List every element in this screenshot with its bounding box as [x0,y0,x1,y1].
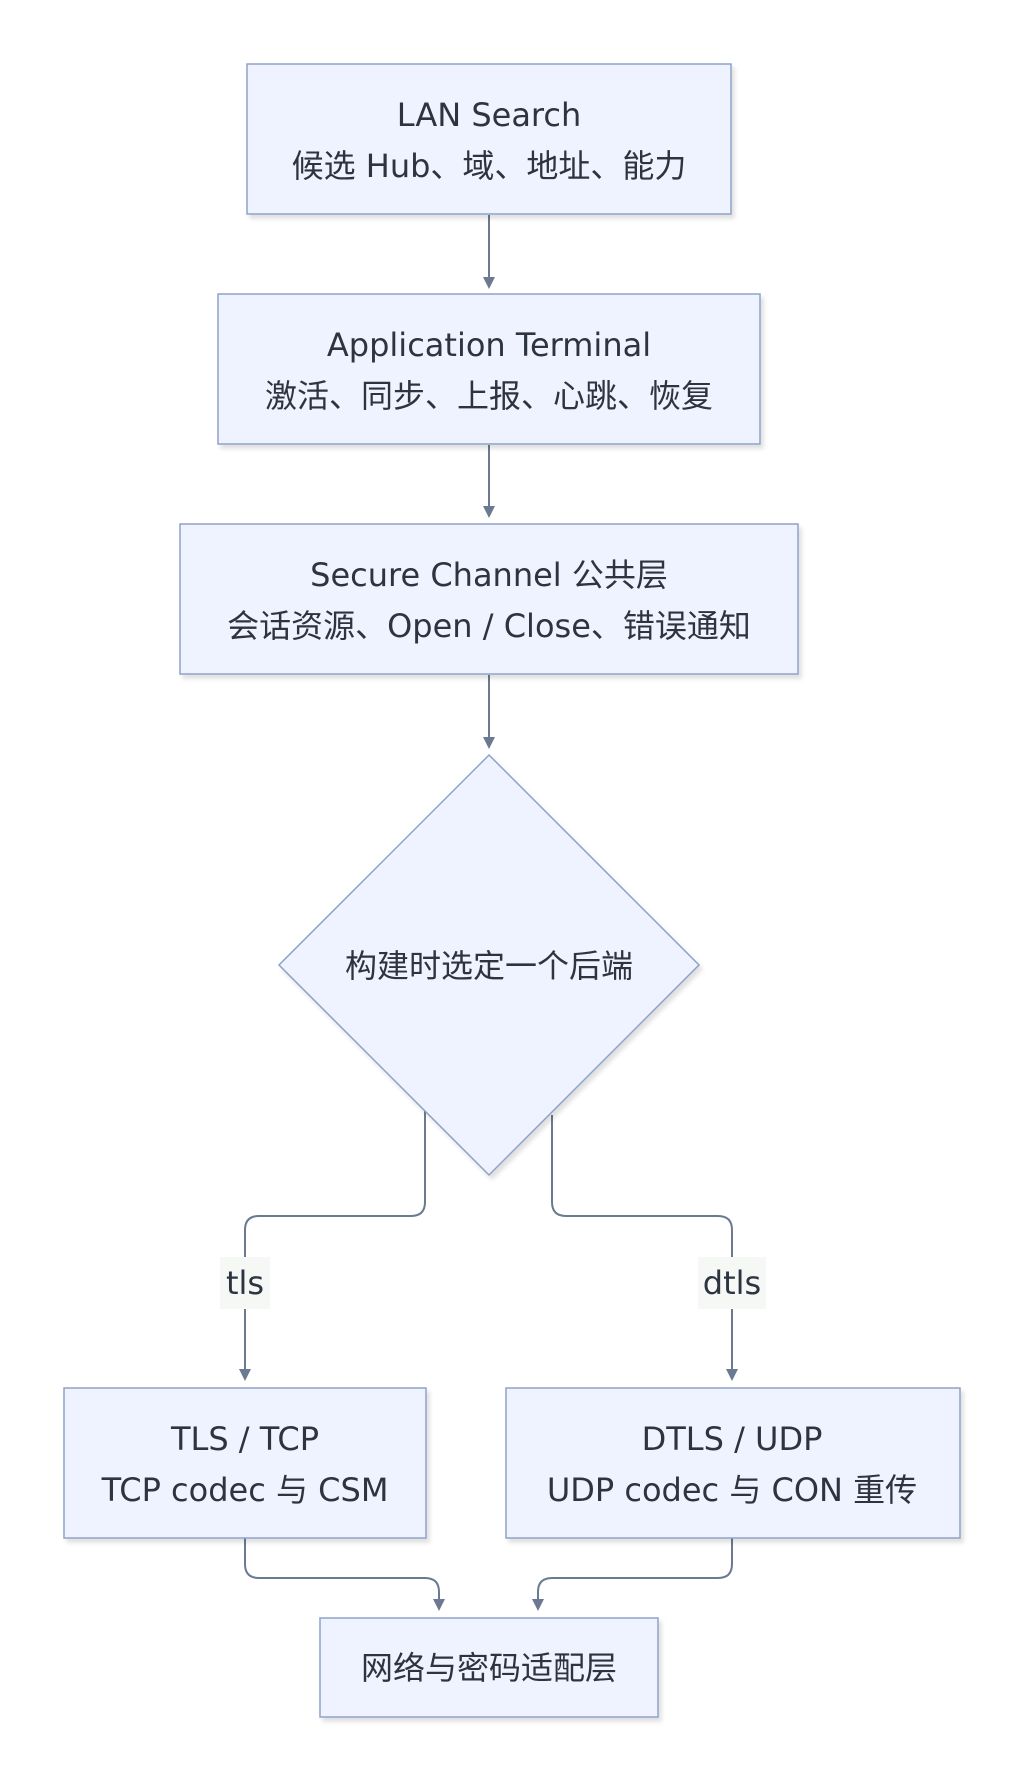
node-secure-channel-subtitle: 会话资源、Open / Close、错误通知 [227,607,751,645]
node-tls-tcp-title: TLS / TCP [170,1420,319,1458]
node-secure-channel: Secure Channel 公共层 会话资源、Open / Close、错误通… [179,523,799,675]
edge-label-dtls: dtls [698,1257,766,1309]
edge-label-tls-text: tls [226,1264,264,1302]
edges [239,215,738,1611]
node-tls-tcp: TLS / TCP TCP codec 与 CSM [63,1387,427,1539]
edge-tls-to-network [244,1538,445,1611]
edge-decision-to-dtls [551,1115,738,1381]
node-application-terminal-subtitle: 激活、同步、上报、心跳、恢复 [265,377,713,415]
edge-label-dtls-text: dtls [703,1264,761,1302]
node-dtls-udp-title: DTLS / UDP [642,1420,823,1458]
edge-label-tls: tls [220,1257,270,1309]
node-dtls-udp-subtitle: UDP codec 与 CON 重传 [547,1471,917,1509]
node-network-crypto-adapter: 网络与密码适配层 [319,1617,659,1718]
node-application-terminal: Application Terminal 激活、同步、上报、心跳、恢复 [217,293,761,445]
edge-decision-to-tls [239,1110,426,1381]
node-backend-decision-label: 构建时选定一个后端 [345,947,633,985]
node-network-crypto-adapter-label: 网络与密码适配层 [361,1649,617,1687]
node-application-terminal-title: Application Terminal [327,326,651,364]
node-secure-channel-title: Secure Channel 公共层 [310,556,668,594]
node-backend-decision: 构建时选定一个后端 [277,753,701,1177]
node-dtls-udp: DTLS / UDP UDP codec 与 CON 重传 [505,1387,961,1539]
edge-dtls-to-network [532,1538,733,1611]
node-tls-tcp-subtitle: TCP codec 与 CSM [101,1471,389,1509]
node-lan-search-title: LAN Search [397,96,582,134]
node-lan-search: LAN Search 候选 Hub、域、地址、能力 [246,63,732,215]
node-lan-search-subtitle: 候选 Hub、域、地址、能力 [292,147,687,185]
